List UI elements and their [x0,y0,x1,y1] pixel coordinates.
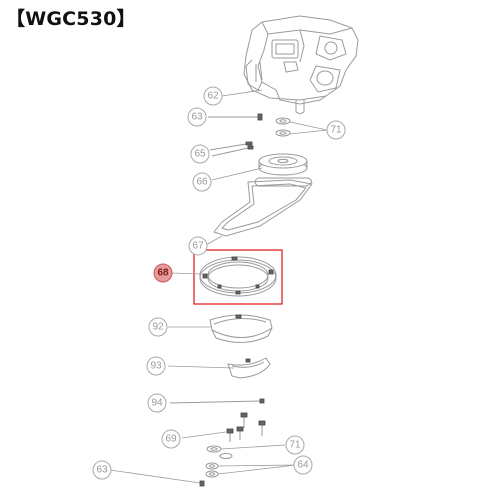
belt-67[interactable] [213,177,313,237]
svg-text:64: 64 [297,460,309,471]
diagram-title: 【WGC530】 [6,8,136,30]
svg-text:65: 65 [194,149,206,160]
flange-ring-68[interactable] [199,256,277,297]
svg-text:69: 69 [165,434,177,445]
svg-text:94: 94 [151,398,163,409]
svg-text:63: 63 [96,465,108,476]
washers-71-bottom[interactable] [206,445,233,459]
callout-71-top[interactable]: 71 [326,120,346,140]
svg-text:71: 71 [330,125,342,136]
nuts-64[interactable] [205,462,219,478]
pulley-66[interactable] [258,153,308,176]
svg-text:93: 93 [150,361,162,372]
svg-text:68: 68 [157,268,169,279]
svg-text:63: 63 [191,112,203,123]
svg-text:92: 92 [152,322,164,333]
callout-94[interactable]: 94 [147,393,167,413]
cover-92[interactable] [209,314,273,343]
svg-text:67: 67 [192,241,204,252]
callout-65[interactable]: 65 [190,144,210,164]
callout-93[interactable]: 93 [146,356,166,376]
rod-94[interactable] [169,398,265,404]
svg-text:62: 62 [207,91,219,102]
callout-63-top[interactable]: 63 [187,107,207,127]
svg-text:66: 66 [196,177,208,188]
callout-66[interactable]: 66 [192,172,212,192]
callout-63-bottom[interactable]: 63 [92,460,112,480]
bolts-69[interactable] [226,412,266,442]
callout-62[interactable]: 62 [203,86,223,106]
callout-92[interactable]: 92 [148,317,168,337]
bolt-63-bottom[interactable] [109,469,205,487]
svg-text:71: 71 [289,440,301,451]
callout-68-highlighted[interactable]: 68 [153,263,173,283]
callout-69[interactable]: 69 [161,429,181,449]
callout-64[interactable]: 64 [293,455,313,475]
engine-part[interactable] [243,15,359,115]
callout-71-bottom[interactable]: 71 [285,435,305,455]
key-65[interactable] [209,141,254,157]
highlight-box-68 [193,249,283,305]
bolt-63-top[interactable] [208,113,263,121]
washers-71-top[interactable] [275,117,291,137]
callout-67[interactable]: 67 [188,236,208,256]
guard-93[interactable] [227,357,271,379]
